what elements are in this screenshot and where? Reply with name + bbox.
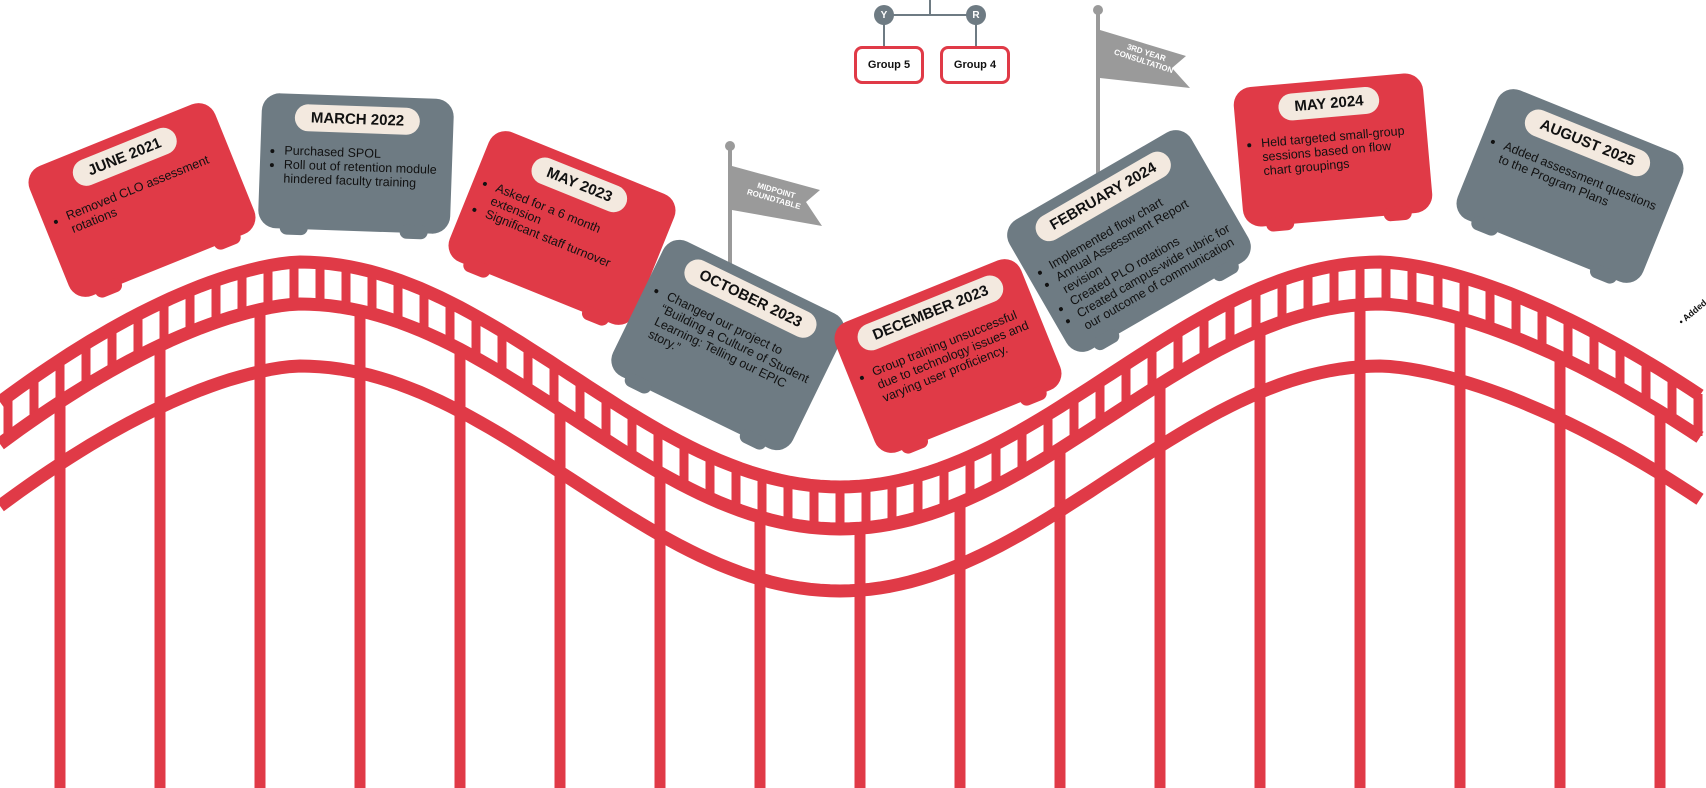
tree-node-r: R [966,5,986,25]
car-date-label: MAY 2024 [1277,85,1381,122]
bullet-item: Held targeted small-group sessions based… [1261,122,1422,178]
group-tree-connectors [883,0,977,46]
group-5-box: Group 5 [854,46,924,84]
group-4-box: Group 4 [940,46,1010,84]
timeline-car-march-2022: MARCH 2022 Purchased SPOL Roll out of re… [257,92,455,240]
track-rail-lower [0,359,1704,598]
third-year-consultation-flag: 3RD YEAR CONSULTATION [1092,4,1202,174]
car-date-label: MARCH 2022 [294,103,421,136]
car-bullets: Purchased SPOL Roll out of retention mod… [271,143,444,191]
flag-icon [725,141,822,280]
track-rail-top [0,255,1704,494]
flag-icon [1093,5,1190,174]
timeline-car-may-2024: MAY 2024 Held targeted small-group sessi… [1232,71,1434,233]
track-rail-middle [0,297,1704,536]
midpoint-roundtable-flag: MIDPOINT ROUNDTABLE [724,140,834,280]
car-bullets: Held targeted small-group sessions based… [1249,122,1422,179]
tree-node-y: Y [874,5,894,25]
bullet-item: Roll out of retention module hindered fa… [283,157,444,191]
